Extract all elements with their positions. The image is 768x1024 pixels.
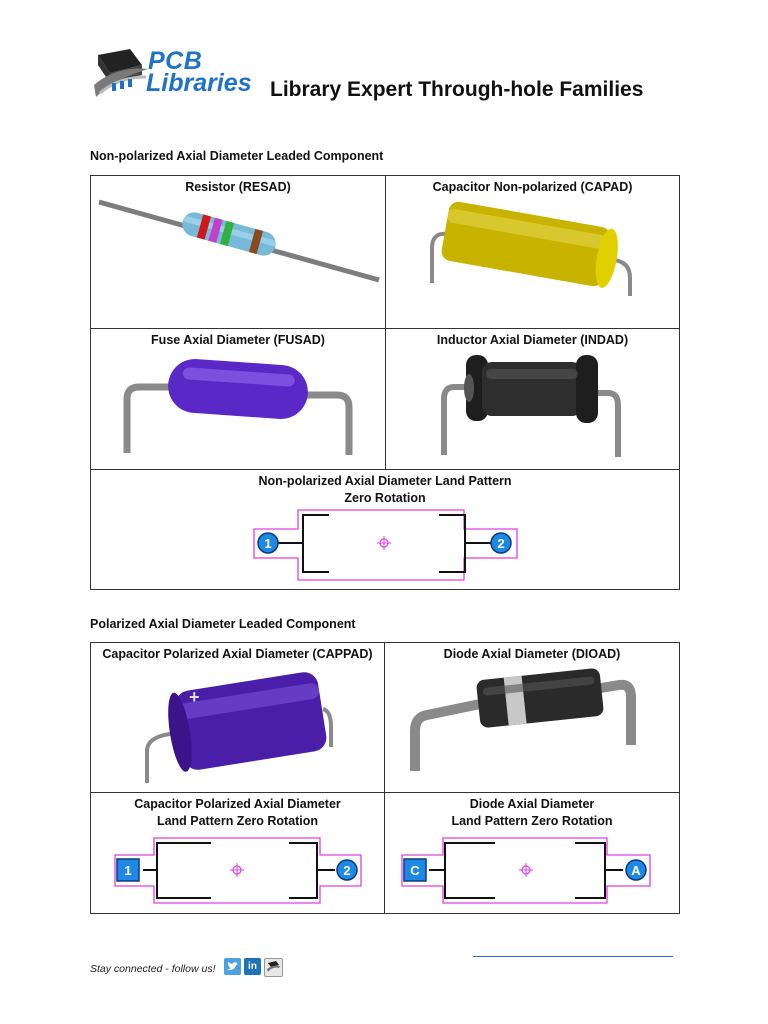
pad-label-left: C <box>410 863 420 878</box>
chip-logo-icon <box>94 49 148 97</box>
cell-capacitor-polarized-land-pattern: Capacitor Polarized Axial Diameter Land … <box>90 792 385 914</box>
pad-label-left: 1 <box>264 536 271 551</box>
non-polarized-table: Resistor (RESAD) Capacitor Non-polarized… <box>90 175 680 590</box>
capacitor-non-polarized-image <box>430 201 632 296</box>
polarized-table: Capacitor Polarized Axial Diameter (CAPP… <box>90 642 680 914</box>
pad-label-left: 1 <box>124 863 131 878</box>
cell-title-line-2: Land Pattern Zero Rotation <box>156 814 319 828</box>
cell-title: Fuse Axial Diameter (FUSAD) <box>151 333 325 347</box>
cell-non-polarized-land-pattern: Non-polarized Axial Diameter Land Patter… <box>90 469 680 590</box>
pcb-libraries-icon[interactable] <box>264 958 283 977</box>
polarized-capacitor-land-pattern-drawing: 1 2 <box>114 837 362 904</box>
footer-stay-connected: Stay connected - follow us! <box>90 963 216 975</box>
twitter-icon[interactable] <box>224 958 241 975</box>
fuse-image <box>123 359 353 455</box>
cell-title: Inductor Axial Diameter (INDAD) <box>436 333 629 347</box>
cell-title-multiline: Non-polarized Axial Diameter Land Patter… <box>91 473 679 507</box>
section-title-non-polarized: Non-polarized Axial Diameter Leaded Comp… <box>90 149 384 163</box>
cell-title-line-1: Capacitor Polarized Axial Diameter <box>134 797 341 811</box>
cell-diode: Diode Axial Diameter (DIOAD) <box>384 642 680 793</box>
document-title: Library Expert Through-hole Families <box>270 78 644 101</box>
pad-label-right: 2 <box>497 536 504 551</box>
diode-land-pattern-drawing: C A <box>401 837 651 904</box>
cell-title-line-1: Non-polarized Axial Diameter Land Patter… <box>258 474 512 488</box>
cell-title-line-1: Diode Axial Diameter <box>469 797 595 811</box>
cell-title: Resistor (RESAD) <box>185 180 291 194</box>
cell-capacitor-polarized: Capacitor Polarized Axial Diameter (CAPP… <box>90 642 385 793</box>
cell-title: Diode Axial Diameter (DIOAD) <box>443 647 621 661</box>
resistor-image <box>98 199 380 283</box>
cell-title-line-2: Zero Rotation <box>344 491 426 505</box>
cell-title-line-2: Land Pattern Zero Rotation <box>451 814 613 828</box>
cell-title-multiline: Diode Axial Diameter Land Pattern Zero R… <box>385 796 679 830</box>
cell-diode-land-pattern: Diode Axial Diameter Land Pattern Zero R… <box>384 792 680 914</box>
pad-2-icon <box>336 859 358 881</box>
section-title-polarized: Polarized Axial Diameter Leaded Componen… <box>90 617 356 631</box>
land-pattern-drawing: 1 2 <box>253 509 518 581</box>
cell-title: Capacitor Non-polarized (CAPAD) <box>432 180 633 194</box>
pad-2-icon <box>490 532 512 554</box>
pad-1-square-icon <box>116 858 140 882</box>
logo-text-libraries: Libraries <box>146 69 252 97</box>
cell-inductor: Inductor Axial Diameter (INDAD) <box>385 328 680 470</box>
polarity-plus-mark: + <box>189 687 200 707</box>
linkedin-icon[interactable]: in <box>244 958 261 975</box>
pad-1-icon <box>257 532 279 554</box>
cell-capacitor-non-polarized: Capacitor Non-polarized (CAPAD) <box>385 175 680 329</box>
diode-image <box>410 668 636 771</box>
pad-a-icon <box>625 859 647 881</box>
capacitor-polarized-image: + <box>145 672 333 783</box>
pad-label-right: 2 <box>343 863 350 878</box>
logo-text-pcb: PCB <box>148 47 203 75</box>
pad-c-square-icon <box>403 858 427 882</box>
cell-title-multiline: Capacitor Polarized Axial Diameter Land … <box>91 796 384 830</box>
cell-fuse: Fuse Axial Diameter (FUSAD) <box>90 328 386 470</box>
pad-label-right: A <box>631 863 641 878</box>
inductor-image <box>441 355 621 457</box>
footer-link-underline[interactable] <box>473 956 673 957</box>
cell-title: Capacitor Polarized Axial Diameter (CAPP… <box>102 647 373 661</box>
cell-resistor: Resistor (RESAD) <box>90 175 386 329</box>
pcb-libraries-logo: PCB Libraries <box>90 45 260 105</box>
